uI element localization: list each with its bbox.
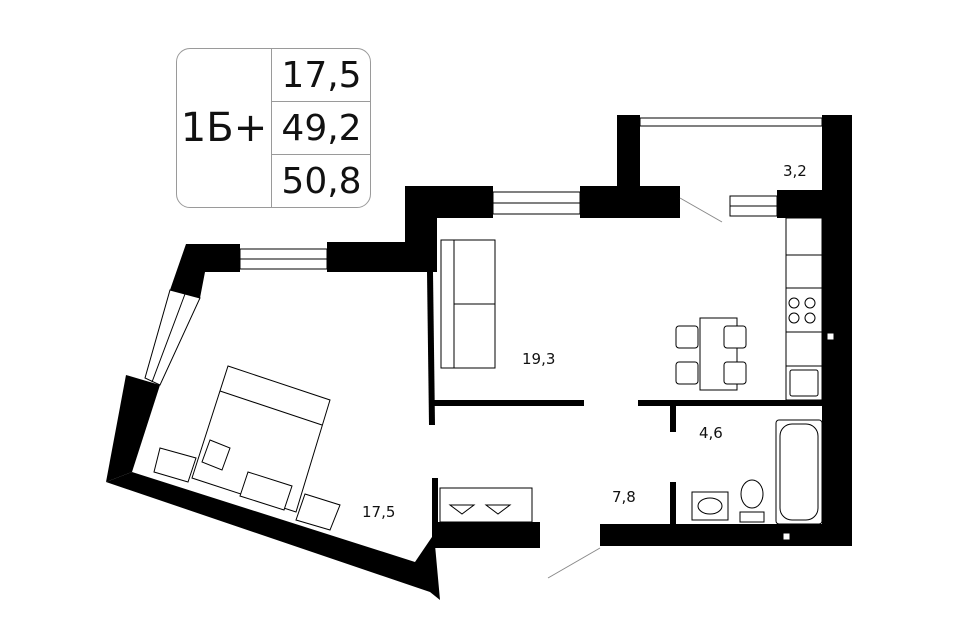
bedroom-bottom-wall: [106, 472, 440, 600]
walls: [106, 115, 852, 600]
toilet-tank: [739, 511, 765, 523]
chair-2: [675, 361, 699, 385]
entrance-door-swing: [547, 547, 601, 579]
bed: [191, 365, 331, 513]
bathroom-area-label: 4,6: [699, 424, 723, 442]
nightstand-right: [295, 493, 341, 531]
upper-wall-mass: [327, 186, 493, 272]
hall-bottom-wall: [432, 522, 540, 548]
bedroom-area-label: 17,5: [362, 503, 396, 521]
kitchen-sink: [789, 369, 819, 397]
area-with-balcony-value: 50,8: [281, 160, 362, 202]
balcony-door-swing: [679, 197, 723, 223]
bedroom-left-window: [144, 289, 201, 386]
ventilation-marker: [826, 332, 835, 341]
bath-partition-bottom: [670, 482, 676, 532]
bedroom-wall-line: [427, 271, 435, 426]
bath-partition-top: [670, 400, 676, 432]
chair-3: [723, 325, 747, 349]
partitions: [432, 400, 822, 532]
toilet-bowl: [740, 479, 764, 509]
bench: [239, 471, 293, 511]
east-wall: [600, 115, 852, 546]
living-area-value: 17,5: [272, 49, 371, 102]
chair-4: [723, 361, 747, 385]
hallway-area-label: 7,8: [612, 488, 636, 506]
balcony-left-wall: [617, 115, 640, 218]
bedroom-top-wall: [170, 244, 240, 298]
bedroom-left-wall: [106, 375, 160, 482]
riser-marker: [782, 532, 791, 541]
area-summary: 1Б+ 17,5 49,2 50,8: [176, 48, 371, 208]
furniture: [153, 217, 823, 531]
nightstand-left: [153, 447, 197, 483]
pillow-1: [201, 439, 231, 471]
chair-1: [675, 325, 699, 349]
living-partition-left: [432, 400, 584, 406]
balcony-window: [639, 117, 823, 127]
living-partition-right: [638, 400, 822, 406]
balcony-area-label: 3,2: [783, 162, 807, 180]
total-area-value: 49,2: [272, 102, 371, 155]
hall-left-stub: [432, 478, 438, 528]
living-kitchen-area-label: 19,3: [522, 350, 556, 368]
windows: [144, 117, 823, 386]
apartment-type: 1Б+: [177, 49, 272, 207]
